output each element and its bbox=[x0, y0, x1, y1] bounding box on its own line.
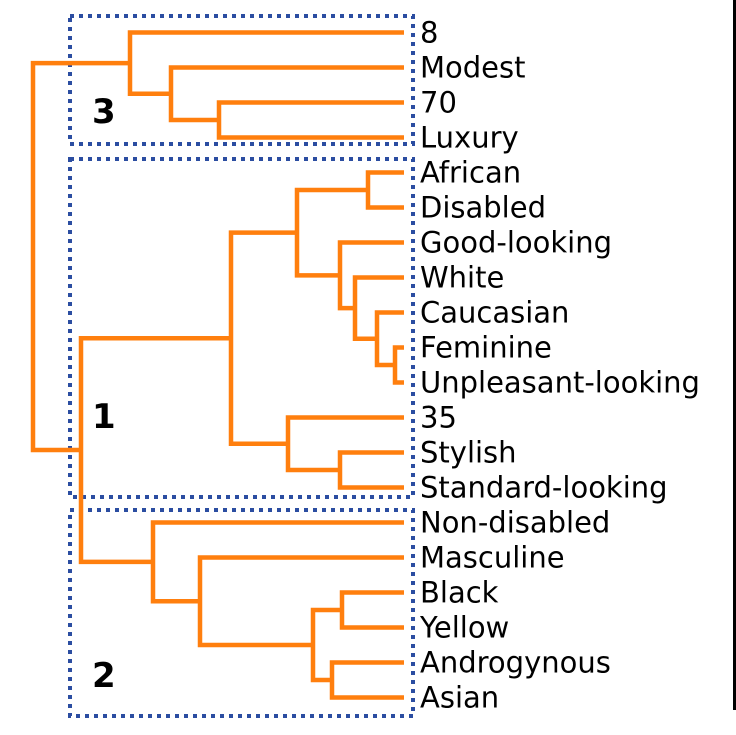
dendrogram-link bbox=[352, 275, 404, 341]
leaf-label: Disabled bbox=[420, 191, 546, 225]
leaf-label: Feminine bbox=[420, 331, 552, 365]
dendrogram-link bbox=[197, 555, 404, 648]
leaf-label: African bbox=[420, 156, 521, 190]
cluster-box-2 bbox=[68, 508, 415, 718]
dendrogram-link bbox=[228, 230, 297, 446]
leaf-label: Black bbox=[420, 576, 499, 610]
leaf-label: Modest bbox=[420, 51, 526, 85]
cluster-box-3 bbox=[68, 14, 415, 146]
leaf-label: Yellow bbox=[419, 611, 509, 645]
leaf-label: Masculine bbox=[420, 541, 565, 575]
leaf-label: Non-disabled bbox=[420, 506, 610, 540]
leaf-label: 70 bbox=[420, 86, 457, 120]
dendrogram-link bbox=[150, 520, 404, 604]
leaf-label: Caucasian bbox=[420, 296, 569, 330]
leaf-label: Androgynous bbox=[420, 646, 611, 680]
dendrogram-link bbox=[365, 170, 404, 210]
dendrogram-link bbox=[392, 345, 404, 385]
dendrogram-link bbox=[216, 100, 404, 140]
dendrogram-link bbox=[339, 590, 404, 630]
cluster-number-label: 3 bbox=[92, 92, 116, 132]
dendrogram-link bbox=[337, 450, 404, 490]
leaf-label: 8 bbox=[420, 16, 438, 50]
leaf-labels-layer: 8Modest70LuxuryAfricanDisabledGood-looki… bbox=[419, 16, 700, 715]
leaf-label: Asian bbox=[420, 681, 499, 715]
leaf-label: 35 bbox=[420, 401, 457, 435]
dendrogram-link bbox=[168, 65, 404, 123]
dendrogram-link bbox=[374, 310, 404, 368]
dendrogram-link bbox=[30, 60, 130, 453]
dendrogram-link bbox=[285, 415, 404, 473]
leaf-label: Standard-looking bbox=[420, 471, 668, 505]
leaf-label: Unpleasant-looking bbox=[420, 366, 700, 400]
leaf-label: White bbox=[420, 261, 504, 295]
image-right-edge-line bbox=[733, 0, 736, 710]
cluster-number-label: 2 bbox=[92, 656, 116, 696]
dendrogram-link bbox=[310, 607, 342, 683]
cluster-box-1 bbox=[68, 157, 415, 499]
cluster-labels-layer: 3 1 2 bbox=[92, 92, 116, 696]
dendrogram-link bbox=[329, 660, 404, 700]
leaf-label: Luxury bbox=[420, 121, 519, 155]
dendrogram-link bbox=[294, 187, 368, 278]
cluster-boxes-layer bbox=[68, 14, 415, 718]
dendrogram-links-layer bbox=[30, 30, 404, 700]
leaf-label: Stylish bbox=[420, 436, 517, 470]
cluster-number-label: 1 bbox=[92, 397, 116, 437]
leaf-label: Good-looking bbox=[420, 226, 612, 260]
dendrogram-link bbox=[78, 335, 231, 565]
